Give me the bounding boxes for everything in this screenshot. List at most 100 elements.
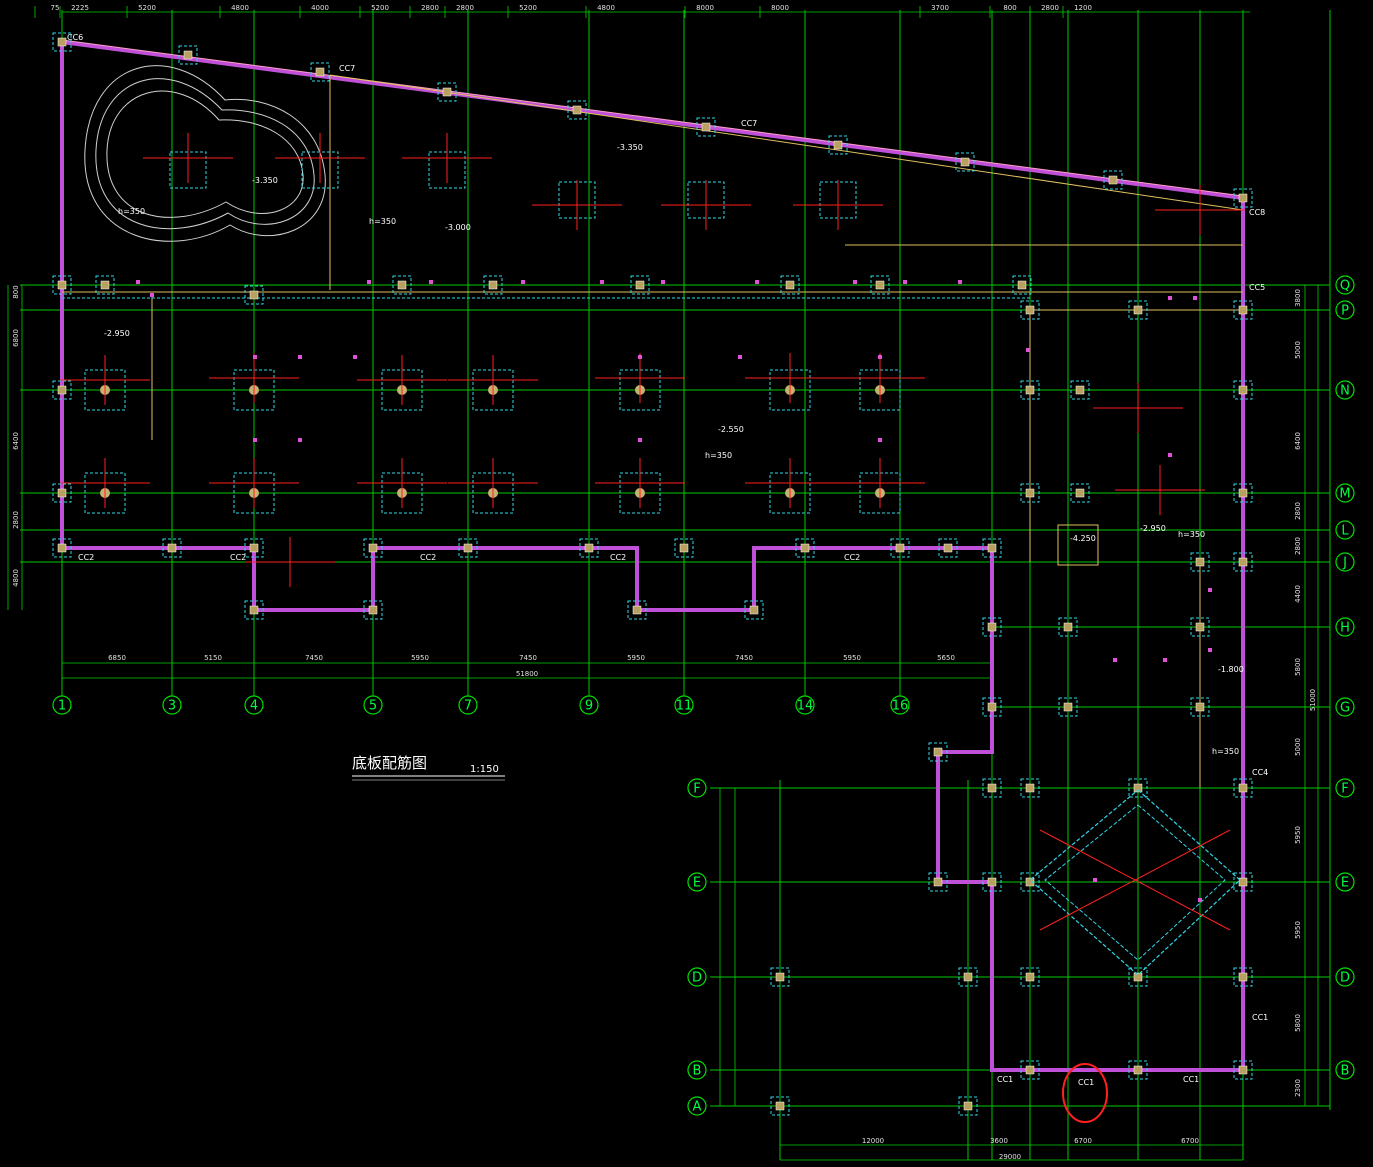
column — [368, 543, 378, 553]
grid-bubble — [687, 1060, 707, 1080]
pile-cap — [52, 275, 72, 295]
pile-cap — [770, 1096, 790, 1116]
right-dimension: 3800 — [1294, 289, 1302, 307]
grid-bubble — [687, 967, 707, 987]
column — [1075, 385, 1085, 395]
grid-bubble-label: 5 — [369, 699, 377, 714]
right-dimension: 2800 — [1294, 502, 1302, 520]
grid-bubble-label: 3 — [168, 699, 176, 714]
rebar-dot — [353, 355, 357, 359]
column — [1195, 702, 1205, 712]
wall-label: CC2 — [420, 553, 436, 562]
column — [1238, 305, 1248, 315]
rebar-dot — [1163, 658, 1167, 662]
top-dimension: 3700 — [931, 4, 949, 12]
column — [963, 972, 973, 982]
right-dimension: 5950 — [1294, 921, 1302, 939]
pile-cap — [310, 62, 330, 82]
column — [368, 605, 378, 615]
grid-bubble-label: 14 — [797, 699, 814, 714]
top-dimension: 800 — [1003, 4, 1016, 12]
left-dimension: 2800 — [12, 511, 20, 529]
pile-cap — [244, 600, 264, 620]
column — [987, 622, 997, 632]
rebar-dot — [878, 355, 882, 359]
wall-label: CC8 — [1249, 208, 1265, 217]
column — [57, 543, 67, 553]
right-dimension: 2800 — [1294, 537, 1302, 555]
wall-label: CC7 — [741, 119, 757, 128]
horizontal-gridlines — [7, 11, 1330, 1161]
bottom-dimension: 12000 — [862, 1137, 884, 1145]
rebar-dot — [136, 280, 140, 284]
pile-cap — [1128, 300, 1148, 320]
column — [249, 543, 259, 553]
thickness-mark: h=350 — [705, 451, 732, 460]
grid-bubble — [1335, 697, 1355, 717]
grid-bubble-label: B — [1341, 1064, 1350, 1079]
left-dimension: 800 — [12, 285, 20, 298]
right-dimension: 6400 — [1294, 432, 1302, 450]
column — [1238, 783, 1248, 793]
top-dimension: 5200 — [371, 4, 389, 12]
pile-cap — [52, 32, 72, 52]
grid-bubble — [1335, 380, 1355, 400]
top-dimension: 8000 — [696, 4, 714, 12]
pile-cap — [1190, 617, 1210, 637]
pile-cap — [363, 600, 383, 620]
pile-cap — [52, 380, 72, 400]
rebar-dot — [1168, 296, 1172, 300]
column — [442, 87, 452, 97]
pile-cap — [1233, 552, 1253, 572]
rebar-dot — [638, 438, 642, 442]
column — [57, 385, 67, 395]
column — [1063, 622, 1073, 632]
pile-cap — [458, 538, 478, 558]
drawing-scale: 1:150 — [470, 764, 499, 775]
pile-cap — [162, 538, 182, 558]
pile-cap — [982, 617, 1002, 637]
bottom-dimension: 6700 — [1074, 1137, 1092, 1145]
column — [1133, 305, 1143, 315]
elevation-mark: -3.000 — [445, 223, 471, 232]
column — [100, 280, 110, 290]
pile-cap — [244, 285, 264, 305]
grid-bubble-label: E — [693, 876, 701, 891]
rebar-dot — [1113, 658, 1117, 662]
pile-cap — [1070, 380, 1090, 400]
grid-bubble-label: A — [693, 1100, 702, 1115]
column — [987, 702, 997, 712]
pile-cap — [1233, 778, 1253, 798]
pile-cap — [1020, 300, 1040, 320]
column — [57, 488, 67, 498]
column — [1025, 783, 1035, 793]
pile-cap — [630, 275, 650, 295]
column — [1017, 280, 1027, 290]
column — [584, 543, 594, 553]
grid-bubble — [1335, 617, 1355, 637]
pile-cap — [1020, 380, 1040, 400]
column — [960, 157, 970, 167]
pile-cap — [1233, 188, 1253, 208]
bottom-dimension: 7450 — [305, 654, 323, 662]
column — [167, 543, 177, 553]
pile-cap — [1058, 697, 1078, 717]
pile-cap — [1020, 1060, 1040, 1080]
grid-bubble-label: 4 — [250, 699, 258, 714]
grid-bubble-label: 9 — [585, 699, 593, 714]
top-dimension: 8000 — [771, 4, 789, 12]
top-dimension: 2800 — [1041, 4, 1059, 12]
pile-cap — [363, 538, 383, 558]
grid-bubble — [1335, 872, 1355, 892]
wall-label: CC1 — [1183, 1075, 1199, 1084]
pile-cap — [1020, 778, 1040, 798]
thickness-mark: h=350 — [1178, 530, 1205, 539]
pile-cap — [982, 697, 1002, 717]
bottom-dimension: 5950 — [843, 654, 861, 662]
rebar-dot — [903, 280, 907, 284]
column — [463, 543, 473, 553]
pile-cap — [1190, 552, 1210, 572]
rebar-dot — [253, 438, 257, 442]
right-dimension: 5800 — [1294, 1014, 1302, 1032]
